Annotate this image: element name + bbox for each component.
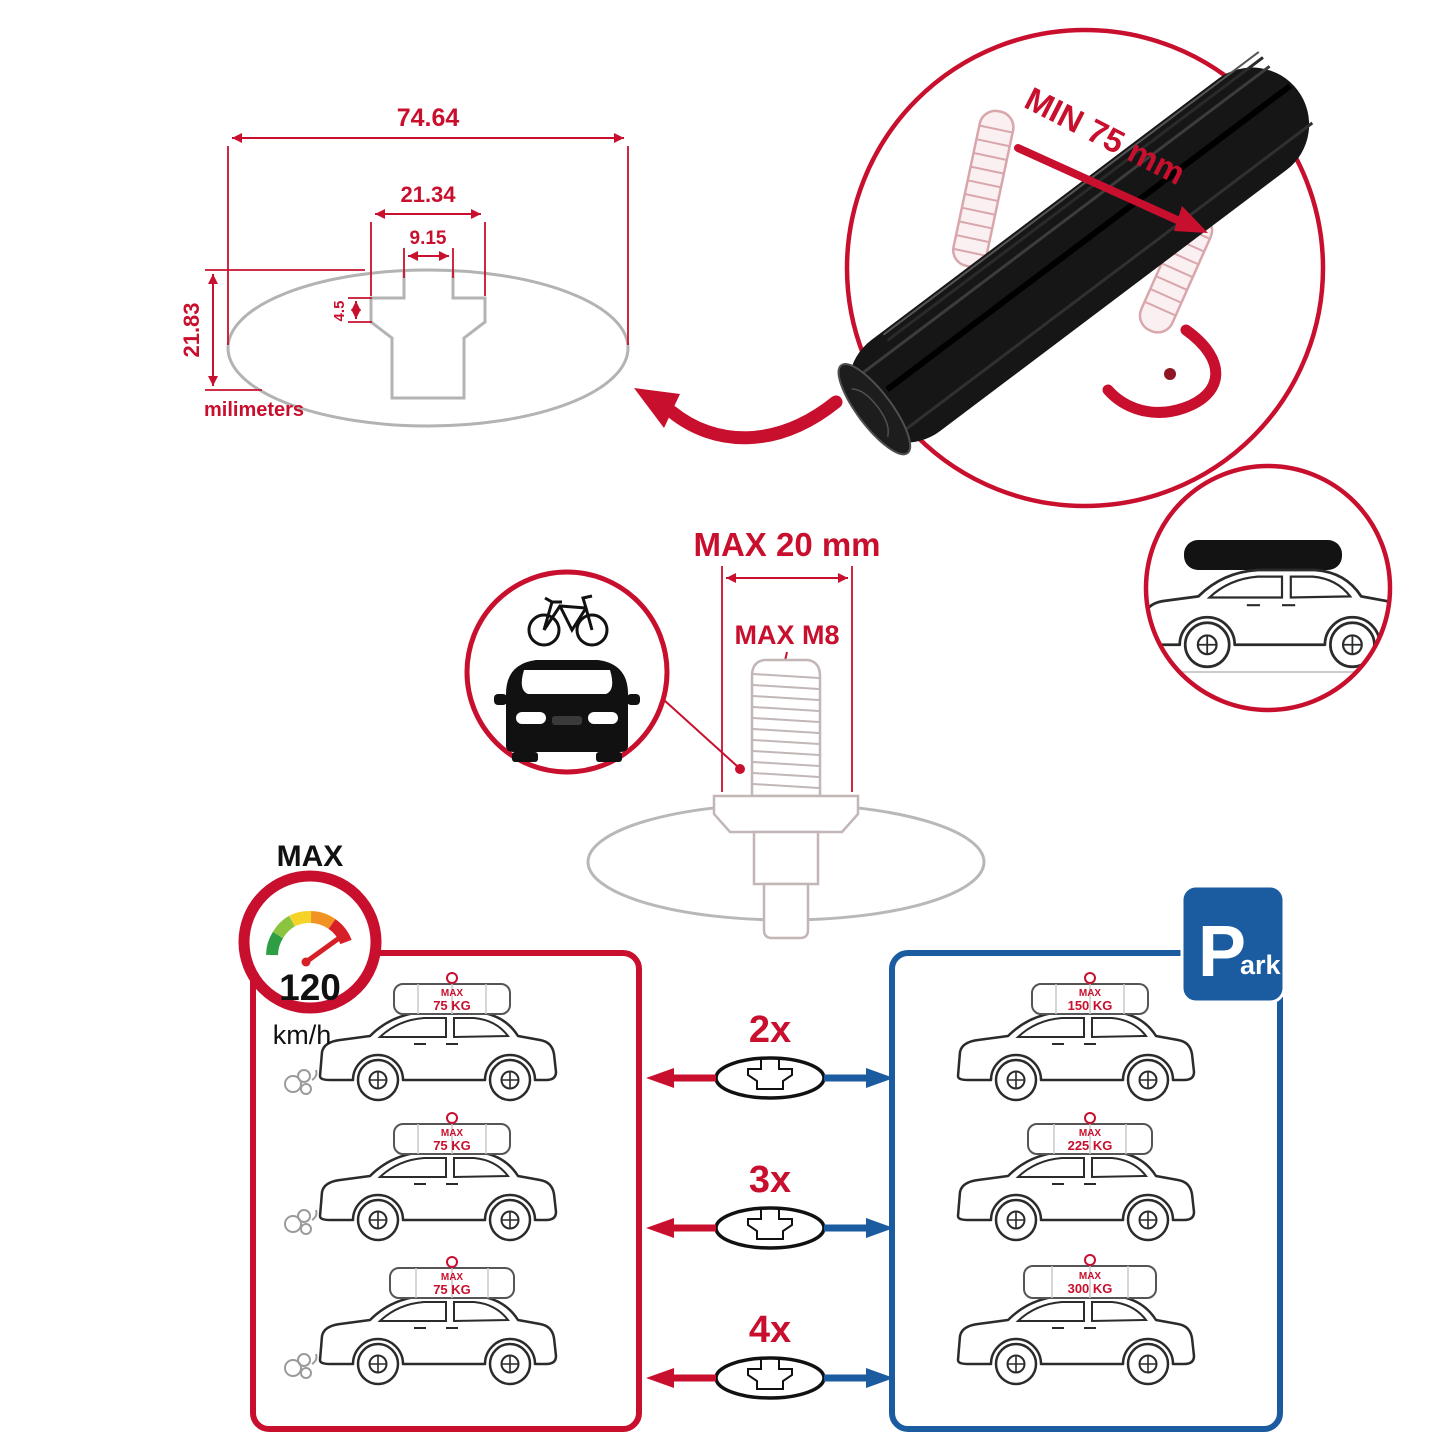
arrow-to-parked-head <box>866 1068 894 1088</box>
park-sign: P ark <box>1180 884 1286 1004</box>
parked-car-1: MAX 150 KG <box>956 972 1196 1102</box>
load-kg-label: 75 KG <box>433 998 471 1013</box>
load-tag-icon <box>446 1256 458 1268</box>
car-front-icon <box>494 660 640 762</box>
u-bolt-thread-top <box>951 109 1015 268</box>
load-tag-icon <box>446 1112 458 1124</box>
arrow-to-driving-head <box>646 1068 674 1088</box>
dim-ext-flange-width <box>370 222 486 296</box>
parked-car-3: MAX 300 KG <box>956 1254 1196 1386</box>
load-max-label: MAX <box>1079 988 1102 999</box>
load-max-label: MAX <box>1079 1271 1102 1282</box>
speed-max-label: MAX <box>277 840 344 873</box>
speedometer-gauge-icon <box>266 910 352 956</box>
load-tag-icon <box>1084 1254 1096 1266</box>
roof-load: MAX 225 KG <box>1027 1112 1153 1155</box>
load-kg-label: 75 KG <box>433 1282 471 1297</box>
roof-load: MAX 75 KG <box>393 972 511 1015</box>
dim-total-width: 74.64 <box>397 104 460 132</box>
dim-ext-slot-width <box>403 248 454 278</box>
arrow-to-driving-head <box>646 1368 674 1388</box>
load-max-label: MAX <box>441 988 464 999</box>
badge-pointer-dot <box>735 764 745 774</box>
load-kg-label: 75 KG <box>433 1138 471 1153</box>
bolt-max-width-label: MAX 20 mm <box>693 526 880 563</box>
arrow-to-parked-head <box>866 1368 894 1388</box>
bicycle-icon <box>527 594 609 647</box>
roof-load: MAX 75 KG <box>389 1256 515 1299</box>
profile-dimension-drawing: 74.64 21.34 9.15 4.5 21.83 milimeters <box>179 104 843 445</box>
load-tag-icon <box>1084 972 1096 984</box>
load-kg-label: 150 KG <box>1068 998 1113 1013</box>
roof-load: MAX 75 KG <box>393 1112 511 1155</box>
pointer-arrowhead-to-profile <box>634 388 680 428</box>
speed-value: 120 <box>279 967 341 1008</box>
bar-section-icon <box>714 1206 826 1250</box>
u-bolt-point <box>1164 368 1176 380</box>
badge-pointer-line <box>663 699 738 767</box>
dim-ext-total-height <box>205 269 365 391</box>
load-max-label: MAX <box>441 1272 464 1283</box>
dim-step-height: 4.5 <box>331 301 348 322</box>
driving-car-3: MAX 75 KG <box>284 1256 558 1386</box>
bike-car-badge <box>464 569 670 775</box>
dim-ext-total-width <box>227 146 629 345</box>
bolt-dim-ext-lines <box>721 566 853 792</box>
park-sign-plate <box>1180 884 1286 1004</box>
arrow-to-driving-head <box>646 1218 674 1238</box>
load-kg-label: 300 KG <box>1068 1281 1113 1296</box>
roof-box <box>1184 540 1342 570</box>
min-clearance-arrow <box>1014 144 1190 228</box>
load-max-label: MAX <box>441 1128 464 1139</box>
speed-units: km/h <box>273 1020 332 1050</box>
bar-count-label: 2x <box>749 1009 791 1051</box>
bar-count-label: 4x <box>749 1309 791 1351</box>
parked-car-2: MAX 225 KG <box>956 1112 1196 1242</box>
roof-load: MAX 150 KG <box>1031 972 1149 1015</box>
speedometer-ring <box>238 870 382 1014</box>
dim-ext-step-height <box>348 297 372 323</box>
speed-limit-badge: MAX 120 km/h <box>238 840 382 1050</box>
suv-roofbox-badge <box>1143 463 1393 713</box>
driving-car-1: MAX 75 KG <box>284 972 558 1102</box>
bolt-fitting-diagram: MAX 20 mm MAX M8 <box>464 526 986 940</box>
load-tag-icon <box>1084 1112 1096 1124</box>
pointer-arrow-to-profile <box>665 395 843 445</box>
dim-total-height: 21.83 <box>179 302 204 357</box>
load-tag-icon <box>446 972 458 984</box>
bolt-max-thread-label: MAX M8 <box>734 620 839 650</box>
roof-load: MAX 300 KG <box>1023 1254 1157 1299</box>
suv-badge-ring <box>1143 463 1393 713</box>
dim-flange-width: 21.34 <box>400 182 456 207</box>
bar-count-label: 3x <box>749 1159 791 1201</box>
crossbar-3d <box>837 51 1314 456</box>
park-suffix: ark <box>1240 950 1282 980</box>
load-kg-label: 225 KG <box>1068 1138 1113 1153</box>
bar-profile-ellipse <box>226 268 630 428</box>
bar-count-row-2: 3x <box>646 1159 894 1250</box>
driving-car-2: MAX 75 KG <box>284 1112 558 1242</box>
dim-slot-width: 9.15 <box>410 228 447 249</box>
units-label: milimeters <box>204 399 304 421</box>
bar-section-icon <box>714 1356 826 1400</box>
park-letter: P <box>1198 912 1246 992</box>
speedometer-needle <box>303 933 345 965</box>
bar-section-icon <box>714 1056 826 1100</box>
arrow-to-parked-head <box>866 1218 894 1238</box>
bar-count-row-3: 4x <box>646 1309 894 1400</box>
speedometer-hub <box>301 957 311 967</box>
crossbar-detail-view: MIN 75 mm <box>837 27 1393 713</box>
min-clearance-arrowhead <box>1174 206 1208 233</box>
load-max-label: MAX <box>1079 1128 1102 1139</box>
bar-profile-tslot <box>369 272 487 400</box>
u-bolt-bend <box>1102 324 1222 418</box>
bar-count-row-1: 2x <box>646 1009 894 1100</box>
threaded-bolt <box>712 658 860 940</box>
